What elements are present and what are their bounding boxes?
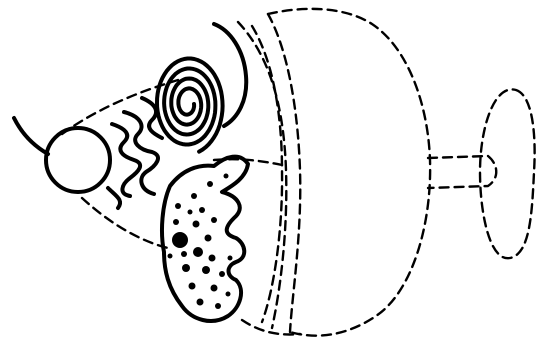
granule-dot xyxy=(199,207,205,213)
granule-dot xyxy=(191,193,197,199)
granule-dot xyxy=(209,255,216,262)
granule-dot xyxy=(219,271,225,277)
cone-lower-outline xyxy=(82,198,168,248)
granule-dot xyxy=(205,235,212,242)
granule-dot xyxy=(175,203,181,209)
spiral-organelle xyxy=(157,59,223,152)
granule-dot xyxy=(197,299,204,306)
tail-line xyxy=(14,118,48,154)
granule-dot xyxy=(181,251,187,257)
wavy-line-2 xyxy=(124,112,158,194)
granule-dot xyxy=(173,219,179,225)
granule-dot xyxy=(226,292,231,297)
granule-dot xyxy=(211,217,217,223)
granule-dot xyxy=(189,283,196,290)
wavy-line-4 xyxy=(108,188,120,208)
stem-outline xyxy=(428,156,496,188)
cell-body-left-edge-third xyxy=(252,26,282,322)
granule-dot xyxy=(182,264,190,272)
base-outline xyxy=(480,89,535,258)
granule-dot xyxy=(202,266,210,274)
granule-dot xyxy=(207,181,213,187)
granule-dot xyxy=(215,303,221,309)
granule-dot xyxy=(228,256,233,261)
granule-dot xyxy=(224,174,229,179)
granule-dot xyxy=(193,221,200,228)
round-organelle xyxy=(46,128,110,192)
granule-dot xyxy=(193,247,203,257)
granule-dot xyxy=(168,254,173,259)
spiral-outer-lobe xyxy=(214,24,246,126)
granule-dot xyxy=(188,210,193,215)
granule-dot xyxy=(211,285,218,292)
cell-body-outline xyxy=(268,9,430,336)
granule-dot xyxy=(172,232,188,248)
